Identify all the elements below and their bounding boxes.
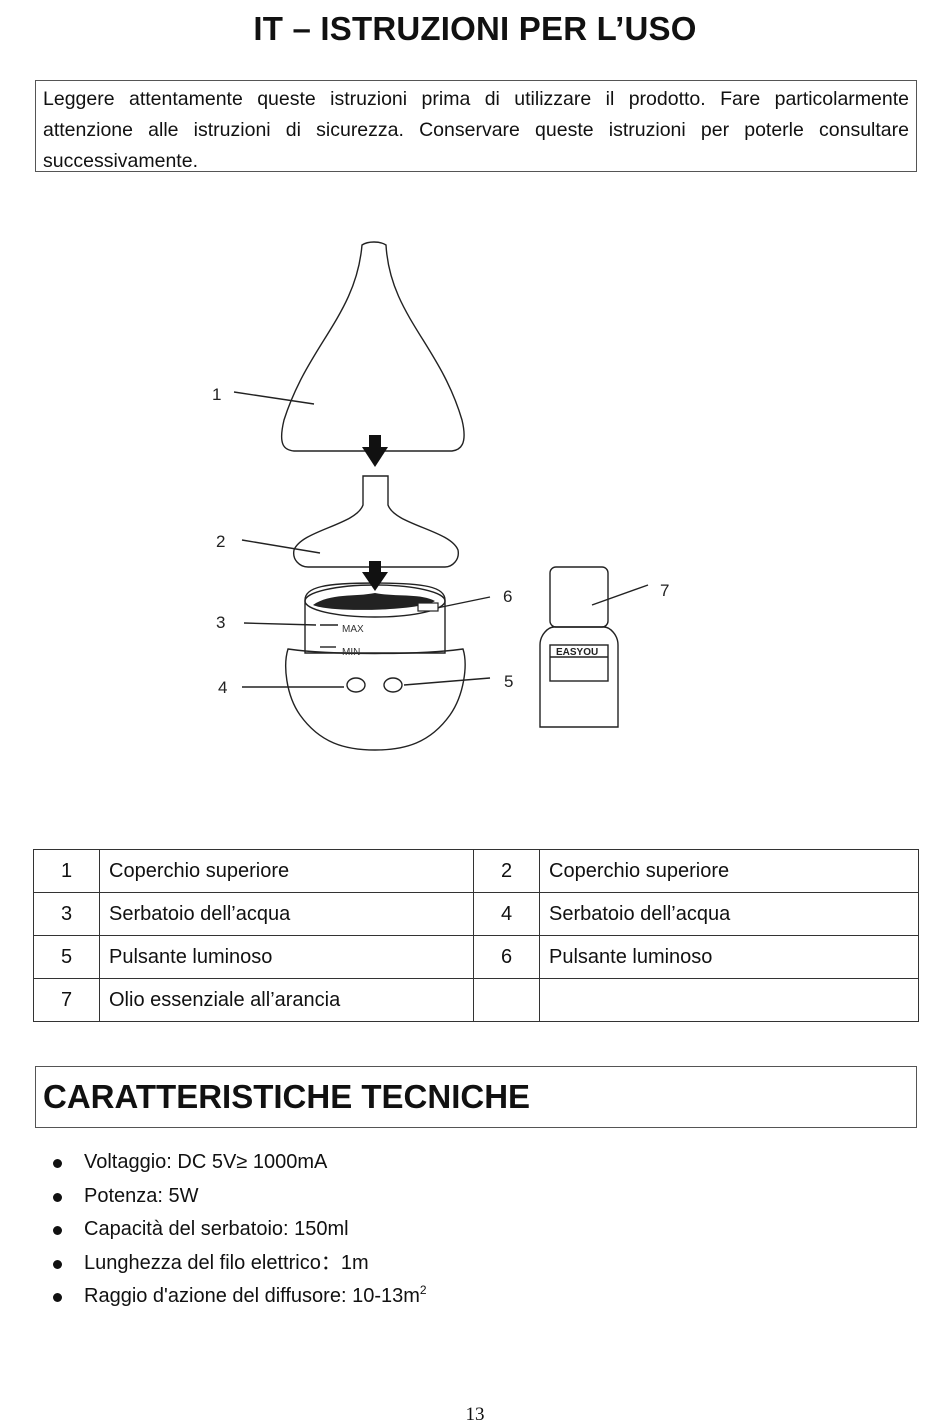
list-item: Potenza: 5W: [48, 1180, 427, 1214]
spec-text: Lunghezza del filo elettrico：1m: [84, 1251, 369, 1274]
base-shape: [285, 648, 466, 751]
list-item: Lunghezza del filo elettrico：1m: [48, 1247, 427, 1281]
part-name: Coperchio superiore: [99, 849, 474, 893]
parts-table: 1 Coperchio superiore 2 Coperchio superi…: [33, 849, 919, 1022]
callout-5: 5: [504, 672, 513, 691]
part-number: 5: [33, 935, 100, 979]
tank-max-label: MAX: [342, 624, 364, 635]
callout-2: 2: [216, 532, 225, 551]
part-name: [539, 978, 919, 1022]
bottle-body-shape: [539, 626, 619, 728]
tank-min-label: MIN: [342, 647, 360, 658]
list-item: Voltaggio: DC 5V≥ 1000mA: [48, 1146, 427, 1180]
callout-4: 4: [218, 678, 227, 697]
bullet-icon: [53, 1293, 62, 1302]
part-number: 1: [33, 849, 100, 893]
specs-heading: CARATTERISTICHE TECNICHE: [35, 1066, 917, 1128]
page-title: IT – ISTRUZIONI PER L’USO: [253, 10, 697, 47]
table-row: 1 Coperchio superiore 2 Coperchio superi…: [33, 849, 919, 893]
list-item: Raggio d'azione del diffusore: 10-13m2: [48, 1280, 427, 1314]
bottle-brand-label: EASYOU: [556, 647, 598, 658]
spec-text: Raggio d'azione del diffusore: 10-13m: [84, 1285, 420, 1307]
part-name: Serbatoio dell’acqua: [539, 892, 919, 936]
page-number: 13: [465, 1404, 485, 1425]
spec-text: Voltaggio: DC 5V≥ 1000mA: [84, 1151, 328, 1173]
intro-notice: Leggere attentamente queste istruzioni p…: [35, 80, 917, 172]
spec-superscript: 2: [419, 1283, 427, 1297]
part-name: Pulsante luminoso: [99, 935, 474, 979]
part-number: 4: [473, 892, 540, 936]
part-number: [473, 978, 540, 1022]
bullet-icon: [53, 1226, 62, 1235]
part-name: Coperchio superiore: [539, 849, 919, 893]
inner-cover-shape: [293, 475, 460, 568]
part-number: 2: [473, 849, 540, 893]
bullet-icon: [53, 1159, 62, 1168]
callout-6: 6: [503, 587, 512, 606]
part-name: Serbatoio dell’acqua: [99, 892, 474, 936]
product-exploded-diagram: 1 2 3 4 5 6 7 MAX MIN EASYOU: [212, 241, 669, 751]
part-name: Olio essenziale all’arancia: [99, 978, 474, 1022]
callout-3: 3: [216, 613, 225, 632]
table-row: 3 Serbatoio dell’acqua 4 Serbatoio dell’…: [33, 892, 919, 936]
table-row: 7 Olio essenziale all’arancia: [33, 978, 919, 1022]
spec-text: Capacità del serbatoio: 150ml: [84, 1218, 349, 1240]
top-cover-shape: [280, 241, 465, 452]
part-number: 3: [33, 892, 100, 936]
table-row: 5 Pulsante luminoso 6 Pulsante luminoso: [33, 935, 919, 979]
specs-list: Voltaggio: DC 5V≥ 1000mA Potenza: 5W Cap…: [48, 1146, 427, 1314]
bullet-icon: [53, 1259, 62, 1269]
callout-1: 1: [212, 385, 221, 404]
list-item: Capacità del serbatoio: 150ml: [48, 1213, 427, 1247]
spec-text: Potenza: 5W: [84, 1184, 199, 1207]
callout-7: 7: [660, 581, 669, 600]
part-name: Pulsante luminoso: [539, 935, 919, 979]
part-number: 6: [473, 935, 540, 979]
bullet-icon: [53, 1192, 62, 1202]
part-number: 7: [33, 978, 100, 1022]
bottle-cap-shape: [549, 566, 609, 628]
